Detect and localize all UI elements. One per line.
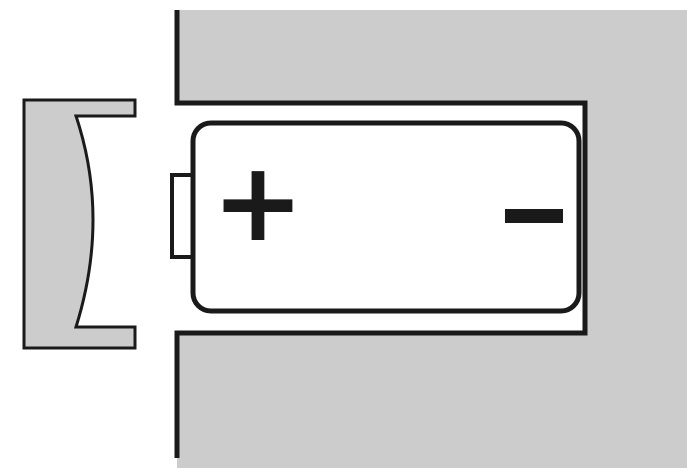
positive-sign: + <box>212 138 304 266</box>
battery-body <box>190 120 582 314</box>
device-housing <box>177 10 687 468</box>
compartment-cover <box>22 98 137 350</box>
negative-sign <box>505 209 563 223</box>
housing-outline <box>174 10 588 458</box>
